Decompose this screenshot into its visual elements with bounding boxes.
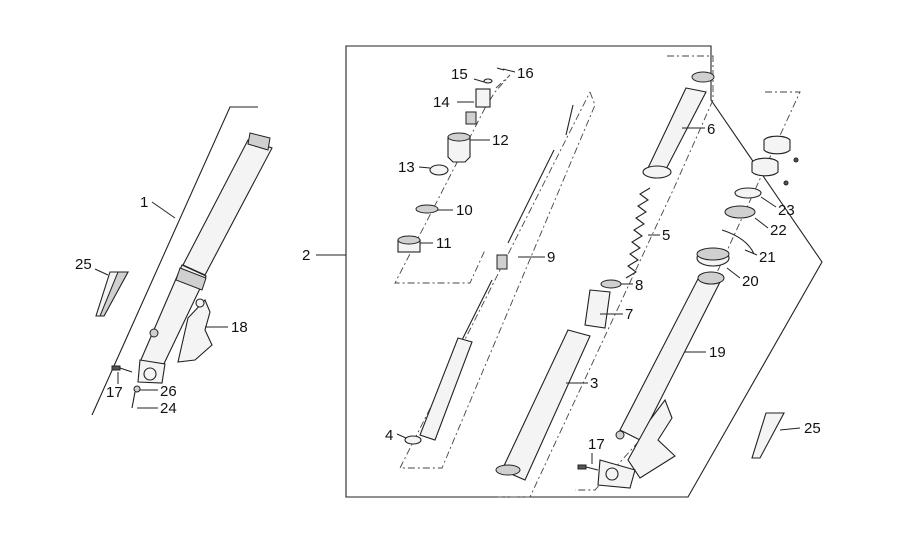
label-15: 15 [451,66,468,83]
part-22-oil-seal [724,205,756,219]
part-14-adjuster [475,88,491,108]
mount-hole-top [195,298,205,308]
leader-13 [418,166,431,169]
part-9-cartridge [419,337,473,441]
washer-26 [133,385,141,393]
part-7-spacer [584,289,611,329]
dot-marker-b [793,157,799,163]
leader-21 [744,249,758,256]
label-20: 20 [742,273,759,290]
part-19-top [697,271,725,285]
leader-25a [94,268,109,276]
subgroup-19-dash [575,91,801,491]
label-17-left: 17 [106,384,123,401]
axle-hole [143,367,157,381]
bolt-17-shaft [119,367,133,373]
label-2: 2 [302,247,310,264]
label-26: 26 [160,383,177,400]
label-12: 12 [492,132,509,149]
left-fork-assembly [91,106,273,416]
part-14-nut [465,111,477,125]
part-labels: 1 2 3 4 5 6 7 8 9 10 11 12 13 14 15 16 1… [75,65,821,453]
subgroup-12-dash [394,74,511,284]
label-7: 7 [625,306,633,323]
subgroup-3-dash [498,55,714,498]
slider-seal-ring [175,267,207,291]
part-12-top-cap-rim [447,132,471,142]
part-9-rod-top [565,104,574,136]
part-16-pin [496,67,505,71]
leader-16 [502,68,516,73]
part-19-axle-hole [605,467,619,481]
part-3-stanchion [501,329,591,481]
part-19-caliper-mount [627,398,676,479]
part-6-cap [691,71,715,83]
label-25-left: 25 [75,256,92,273]
fork-stanchion [182,139,273,276]
label-5: 5 [662,227,670,244]
part-9-valve [496,254,508,270]
part-11-nut-top [397,235,421,245]
exploded-assembly [316,45,823,498]
label-8: 8 [635,277,643,294]
label-17-right: 17 [588,436,605,453]
part-6-sleeve [647,87,707,174]
fork-guard-right [751,412,785,459]
label-13: 13 [398,159,415,176]
part-15-oring [483,78,493,84]
fork-cap [247,132,271,151]
part-19-bleed [615,430,625,440]
part-3-bottom [495,464,521,476]
leader-22 [754,217,769,229]
part-4-ring [404,435,422,445]
leader-23 [760,196,777,208]
label-3: 3 [590,375,598,392]
label-14: 14 [433,94,450,111]
leader-25b [779,427,801,431]
leader-15 [473,78,485,83]
part-bushing-a [751,157,779,177]
label-1: 1 [140,194,148,211]
group-bracket-1 [91,106,258,416]
part-9-rod [507,149,555,244]
part-20-dust-seal-top [696,247,730,261]
label-24: 24 [160,400,177,417]
part-23-washer [734,187,762,199]
fork-guard-left-edge [99,271,129,317]
group-frame-2 [345,45,823,498]
part-17-bolt-right [577,464,587,470]
part-5-spring [625,187,651,279]
label-18: 18 [231,319,248,336]
label-4: 4 [385,427,393,444]
dot-marker-a [783,180,789,186]
leader-4 [396,433,407,439]
leader-1 [151,201,176,219]
part-8-washer [600,279,622,289]
bleed-screw [149,328,159,338]
label-10: 10 [456,202,473,219]
part-bushing-b [763,135,791,155]
part-21-clip [721,229,755,255]
label-11: 11 [436,235,452,252]
label-25-right: 25 [804,420,821,437]
label-6: 6 [707,121,715,138]
caliper-mount [177,299,213,363]
label-16: 16 [517,65,534,82]
label-19: 19 [709,344,726,361]
part-9-piston-rod [461,279,493,341]
leader-20 [726,267,741,279]
label-9: 9 [547,249,555,266]
label-23: 23 [778,202,795,219]
part-6-bushing [642,165,672,179]
bolt-24 [131,391,136,409]
part-10-washer [415,204,439,214]
bolt-17-left [111,365,121,371]
label-22: 22 [770,222,787,239]
label-21: 21 [759,249,776,266]
part-17-bolt-right-shaft [585,466,599,471]
part-13-oring [429,164,449,176]
